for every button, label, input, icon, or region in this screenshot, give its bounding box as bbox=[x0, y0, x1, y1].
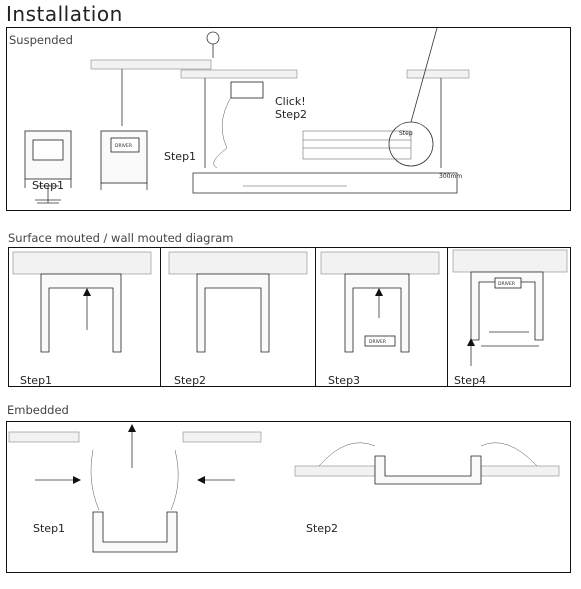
zoom-detail: Step bbox=[302, 27, 438, 167]
suspended-diagram: DRIVER Step 300mm bbox=[24, 27, 470, 204]
profile bbox=[40, 273, 122, 353]
section-label-surface: Surface mouted / wall mouted diagram bbox=[8, 231, 234, 245]
profile bbox=[344, 273, 410, 353]
click-label: Click! bbox=[275, 95, 306, 108]
zoom-step-text: Step bbox=[399, 130, 413, 137]
plug-icon bbox=[206, 31, 220, 58]
step2-label: Step2 bbox=[275, 108, 308, 121]
driver-label: DRIVER bbox=[369, 339, 386, 345]
driver-label: DRIVER bbox=[115, 143, 132, 149]
embedded-panel bbox=[6, 421, 571, 573]
step1-mid-label: Step1 bbox=[164, 150, 197, 163]
surface-step4-label: Step4 bbox=[454, 374, 487, 387]
profile bbox=[92, 511, 178, 553]
driver-box bbox=[494, 277, 522, 289]
embedded-step1-label: Step1 bbox=[33, 522, 66, 535]
ceiling-slab bbox=[406, 69, 470, 79]
section-label-suspended: Suspended bbox=[9, 33, 73, 47]
panel-divider bbox=[447, 248, 448, 386]
driver-label: DRIVER bbox=[498, 281, 515, 287]
driver-box bbox=[364, 335, 396, 347]
profile-with-driver: DRIVER bbox=[100, 69, 148, 190]
ceiling-slab bbox=[180, 69, 298, 79]
page-title: Installation bbox=[6, 2, 123, 26]
ceiling-slab bbox=[90, 59, 212, 70]
profile-end-view bbox=[24, 130, 72, 204]
profile bbox=[196, 273, 270, 353]
profile bbox=[374, 455, 482, 485]
surface-step3-label: Step3 bbox=[328, 374, 361, 387]
suspended-panel: DRIVER Step 300mm bbox=[6, 27, 571, 211]
surface-diagram: DRIVER DRIVER bbox=[12, 249, 568, 366]
profile bbox=[470, 271, 544, 341]
linear-light bbox=[192, 78, 458, 194]
panel-divider bbox=[160, 248, 161, 386]
surface-panel: DRIVER DRIVER bbox=[8, 247, 571, 387]
surface-step2-label: Step2 bbox=[174, 374, 207, 387]
embedded-step2-label: Step2 bbox=[306, 522, 339, 535]
step1-left-label: Step1 bbox=[32, 179, 65, 192]
surface-step1-label: Step1 bbox=[20, 374, 53, 387]
section-label-embedded: Embedded bbox=[7, 403, 69, 417]
dimension-label: 300mm bbox=[439, 173, 462, 180]
panel-divider bbox=[315, 248, 316, 386]
embedded-diagram bbox=[8, 424, 560, 553]
